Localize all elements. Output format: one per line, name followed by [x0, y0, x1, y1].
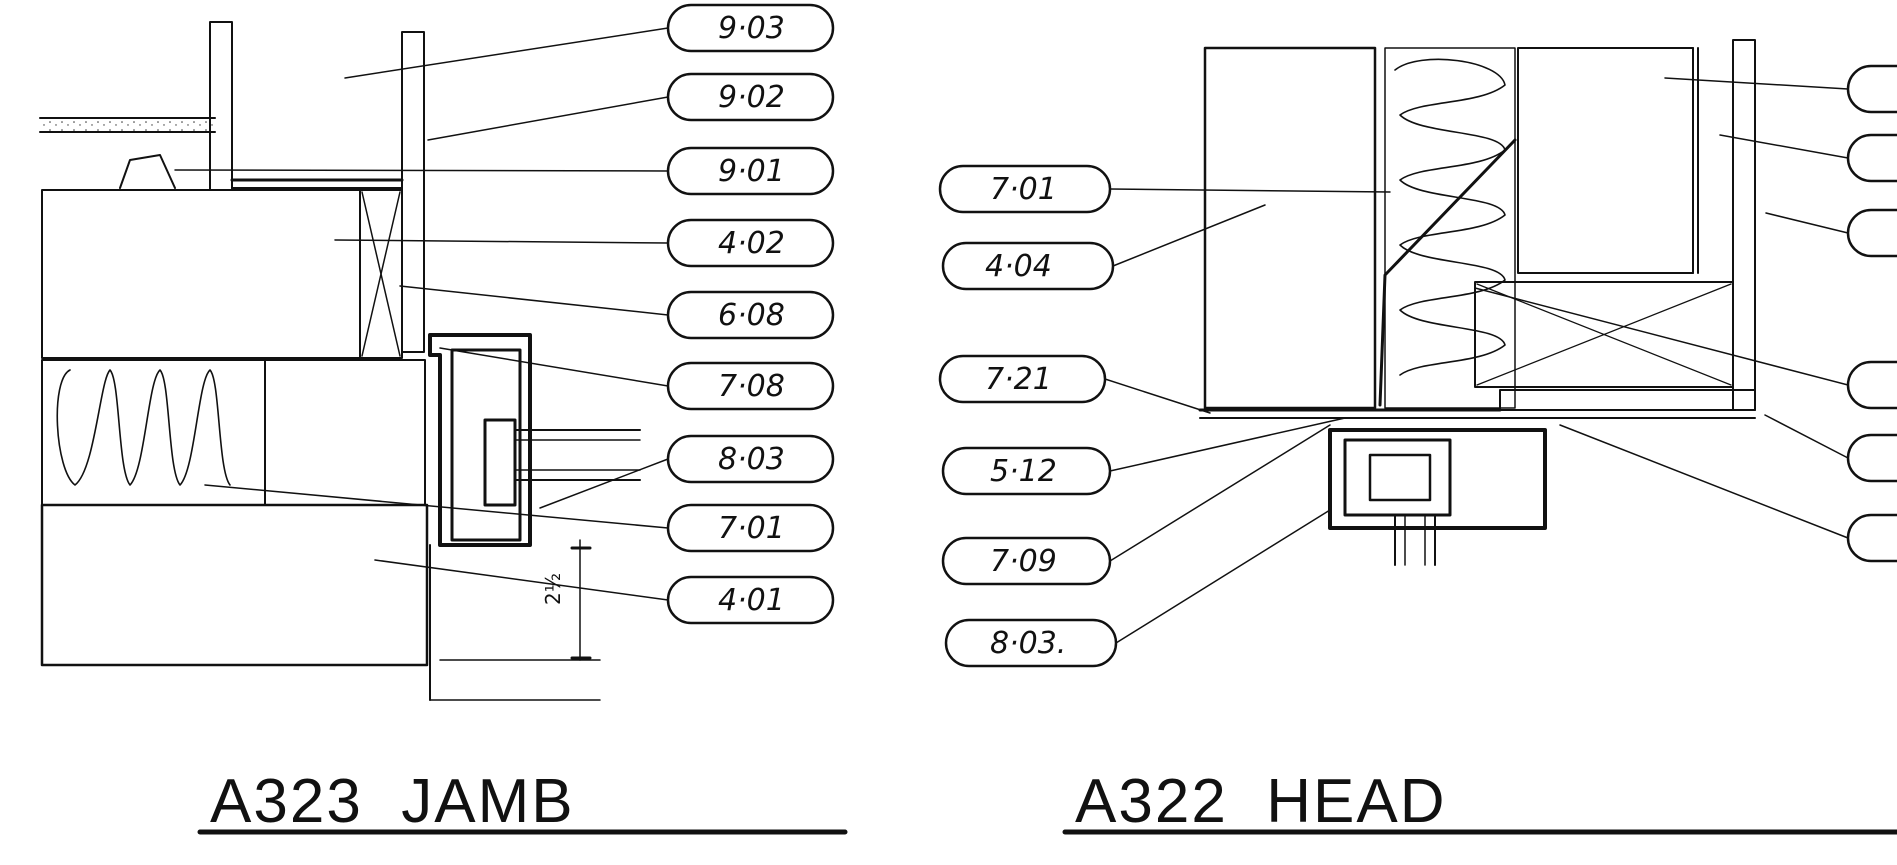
head-tag-2-label: 4·04 [985, 249, 1052, 284]
jamb-tag-9-label: 4·01 [718, 583, 785, 618]
head-tag-3-label: 7·21 [985, 362, 1052, 397]
jamb-tag-8: 7·01 [204, 484, 835, 553]
head-stud [1732, 39, 1756, 411]
jamb-tag-1: 9·03 [344, 3, 835, 79]
head-tag-2: 4·04 [941, 204, 1266, 291]
head-batt-waves [1394, 58, 1506, 376]
jamb-tag-9: 4·01 [374, 559, 835, 625]
jamb-tag-3: 9·01 [174, 146, 835, 196]
head-right-tag-6 [1559, 424, 1897, 563]
jamb-masonry-hatch [40, 503, 429, 667]
jamb-tag-2-label: 9·02 [718, 80, 785, 115]
jamb-tag-7: 8·03 [539, 434, 835, 509]
head-detail [1198, 39, 1756, 566]
head-tag-1-label: 7·01 [990, 172, 1057, 207]
head-tag-5: 7·09 [941, 424, 1331, 586]
jamb-tag-6-label: 7·08 [718, 369, 785, 404]
head-sill-board [1499, 389, 1756, 411]
head-callouts-left: 7·01 4·04 7·21 5·12 7·09 8·03. [938, 164, 1391, 668]
jamb-callouts: 9·03 9·02 9·01 4·02 6·08 7·08 [174, 3, 835, 625]
jamb-tag-5: 6·08 [399, 285, 835, 340]
head-right-tag-1 [1664, 64, 1897, 114]
jamb-window-frame [428, 333, 532, 547]
head-right-tag-4 [1474, 287, 1897, 410]
head-block [1474, 281, 1734, 388]
head-rigid-insulation [1517, 47, 1694, 274]
jamb-tag-6: 7·08 [439, 347, 835, 411]
head-right-tag-5 [1764, 414, 1897, 483]
jamb-tag-7-label: 8·03 [718, 442, 785, 477]
head-tag-6-label: 8·03. [990, 626, 1066, 661]
jamb-title: A323 JAMB [210, 767, 575, 836]
jamb-tag-2: 9·02 [427, 72, 835, 141]
jamb-tag-8-label: 7·01 [718, 511, 785, 546]
jamb-stud-right [401, 31, 425, 353]
jamb-rigid-insulation-upper [41, 189, 361, 359]
jamb-rigid-insulation-lower [264, 359, 426, 506]
head-tag-3: 7·21 [938, 354, 1211, 414]
head-tag-6: 8·03. [944, 509, 1331, 668]
jamb-dimension-label: 2½ [541, 573, 565, 605]
jamb-tag-5-label: 6·08 [718, 298, 785, 333]
jamb-tag-4-label: 4·02 [718, 226, 785, 261]
head-masonry-hatch [1203, 46, 1377, 410]
jamb-batt-waves [56, 369, 231, 486]
jamb-tag-3-label: 9·01 [718, 154, 785, 189]
jamb-batt-insulation [41, 359, 266, 506]
head-right-tag-2 [1719, 133, 1897, 183]
head-tag-4: 5·12 [941, 417, 1346, 496]
head-window-frame [1328, 428, 1547, 530]
head-title: A322 HEAD [1075, 767, 1447, 836]
head-right-tag-3 [1765, 208, 1897, 258]
head-tag-5-label: 7·09 [990, 544, 1057, 579]
head-batt-insulation [1384, 47, 1516, 409]
jamb-tag-4: 4·02 [334, 218, 835, 268]
jamb-stud-left [209, 21, 233, 191]
head-tag-1: 7·01 [938, 164, 1391, 214]
jamb-tag-1-label: 9·03 [718, 11, 785, 46]
head-callouts-right [1474, 64, 1897, 563]
head-tag-4-label: 5·12 [990, 454, 1057, 489]
jamb-detail: 2½ [39, 21, 641, 701]
